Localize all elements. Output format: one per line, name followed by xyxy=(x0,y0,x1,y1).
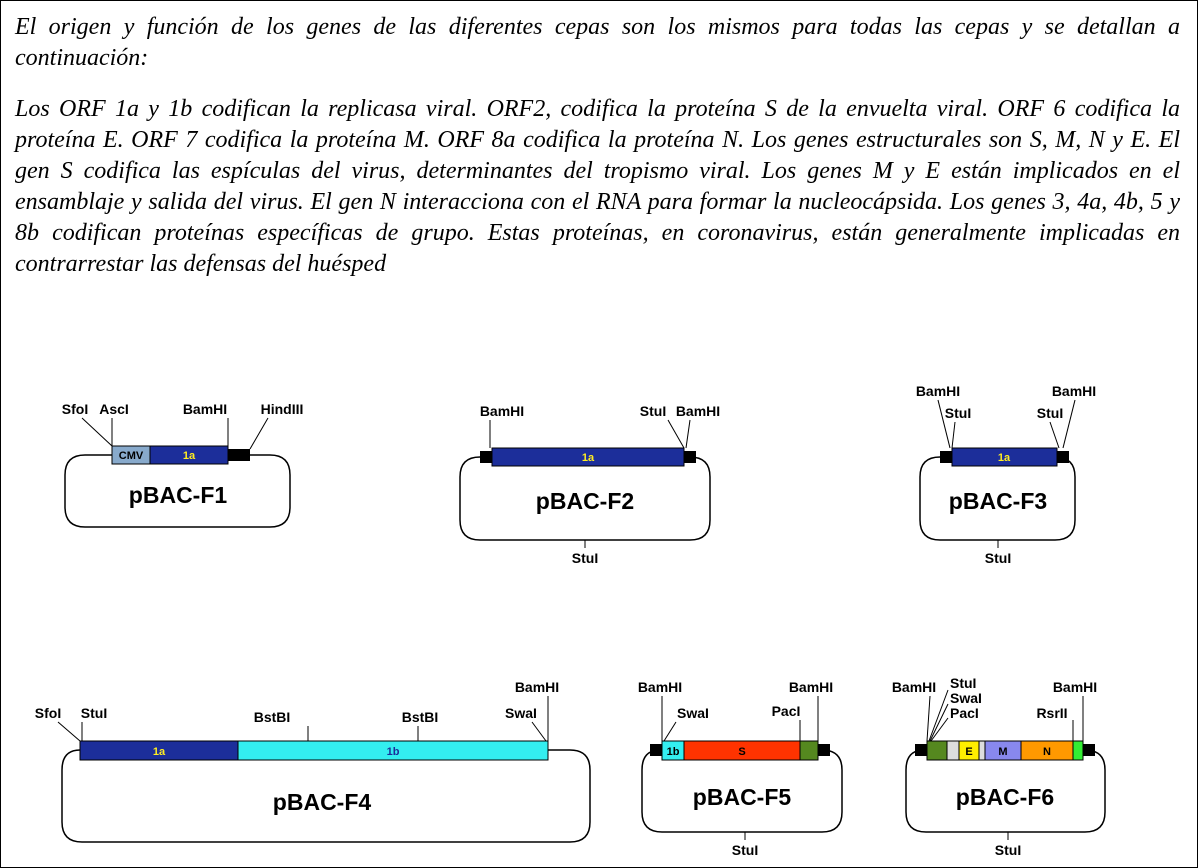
site-label-hindiii: HindIII xyxy=(261,401,304,417)
site-label-stui: StuI xyxy=(945,405,971,421)
site-label-swai: SwaI xyxy=(950,690,982,706)
site-label-stui-bottom: StuI xyxy=(985,550,1011,566)
site-label-stui: StuI xyxy=(950,675,976,691)
vector-end-block xyxy=(684,451,696,463)
segment-spacer xyxy=(946,740,960,761)
vector-end-block xyxy=(1057,451,1069,463)
plasmid-pbac-f5: 1b S BamHI SwaI BamHI PacI StuI pBAC-F5 xyxy=(638,679,843,858)
site-label-bamhi: BamHI xyxy=(676,403,720,419)
site-label-asci: AscI xyxy=(99,401,129,417)
plasmid-pbac-f6: E M N BamHI StuI SwaI PacI BamHI RsrII S… xyxy=(892,675,1106,858)
segment-green xyxy=(799,740,819,761)
plasmid-name: pBAC-F6 xyxy=(956,784,1054,810)
plasmid-name: pBAC-F2 xyxy=(536,488,634,514)
site-label-rsrii: RsrII xyxy=(1036,705,1067,721)
site-label-stui-bottom: StuI xyxy=(995,842,1021,858)
plasmid-name: pBAC-F1 xyxy=(129,482,228,508)
site-label-stui-bottom: StuI xyxy=(732,842,758,858)
site-label-swai: SwaI xyxy=(505,705,537,721)
site-label-paci: PacI xyxy=(950,705,979,721)
segment-spacer xyxy=(978,740,986,761)
site-label-bamhi: BamHI xyxy=(183,401,227,417)
vector-end-block xyxy=(940,451,952,463)
site-label-bamhi: BamHI xyxy=(515,679,559,695)
site-label-swai: SwaI xyxy=(677,705,709,721)
site-label-bstbi: BstBI xyxy=(254,709,291,725)
genes-description-paragraph: Los ORF 1a y 1b codifican la replicasa v… xyxy=(15,96,1180,277)
site-label-stui-bottom: StuI xyxy=(572,550,598,566)
site-label-bstbi: BstBI xyxy=(402,709,439,725)
segment-label-1a: 1a xyxy=(183,450,196,462)
segment-label-n: N xyxy=(1043,746,1051,758)
plasmid-pbac-f2: 1a BamHI StuI BamHI StuI pBAC-F2 xyxy=(459,403,720,566)
site-label-bamhi: BamHI xyxy=(1052,383,1096,399)
plasmid-backbone xyxy=(905,749,1106,833)
site-label-sfoi: SfoI xyxy=(62,401,88,417)
segment-label-e: E xyxy=(965,746,972,758)
segment-label-1a: 1a xyxy=(998,452,1011,464)
plasmid-backbone xyxy=(61,749,591,843)
vector-end-block xyxy=(650,744,662,756)
segment-light-green xyxy=(1072,740,1084,761)
vector-end-block xyxy=(818,744,830,756)
plasmid-name: pBAC-F3 xyxy=(949,488,1047,514)
plasmid-backbone xyxy=(64,454,291,528)
segment-label-s: S xyxy=(738,746,745,758)
segment-label-1b: 1b xyxy=(667,746,680,758)
site-label-sfoi: SfoI xyxy=(35,705,61,721)
plasmid-pbac-f3: 1a BamHI StuI BamHI StuI StuI pBAC-F3 xyxy=(916,383,1096,566)
site-label-paci: PacI xyxy=(772,703,801,719)
segment-1b xyxy=(237,740,549,761)
site-label-bamhi: BamHI xyxy=(916,383,960,399)
site-label-stui: StuI xyxy=(1037,405,1063,421)
plasmid-pbac-f1: CMV 1a SfoI AscI BamHI HindIII pBAC-F1 xyxy=(62,401,304,528)
plasmid-name: pBAC-F4 xyxy=(273,789,372,815)
vector-end-block xyxy=(915,744,927,756)
plasmid-name: pBAC-F5 xyxy=(693,784,792,810)
segment-green xyxy=(926,740,948,761)
plasmid-pbac-f4: 1a 1b SfoI StuI BstBI BstBI BamHI SwaI p… xyxy=(35,679,591,843)
segment-label-m: M xyxy=(998,746,1007,758)
vector-end-block xyxy=(1083,744,1095,756)
intro-paragraph: El origen y función de los genes de las … xyxy=(15,14,1180,71)
segment-label-cmv: CMV xyxy=(119,450,144,462)
vector-end-block xyxy=(228,449,250,461)
site-label-bamhi: BamHI xyxy=(638,679,682,695)
site-label-stui: StuI xyxy=(640,403,666,419)
vector-end-block xyxy=(480,451,492,463)
site-label-bamhi: BamHI xyxy=(1053,679,1097,695)
segment-label-1a: 1a xyxy=(153,746,166,758)
site-label-bamhi: BamHI xyxy=(480,403,524,419)
site-label-bamhi: BamHI xyxy=(892,679,936,695)
site-label-stui: StuI xyxy=(81,705,107,721)
segment-label-1a: 1a xyxy=(582,452,595,464)
segment-label-1b: 1b xyxy=(387,746,400,758)
site-label-bamhi: BamHI xyxy=(789,679,833,695)
plasmid-backbone xyxy=(641,749,843,833)
